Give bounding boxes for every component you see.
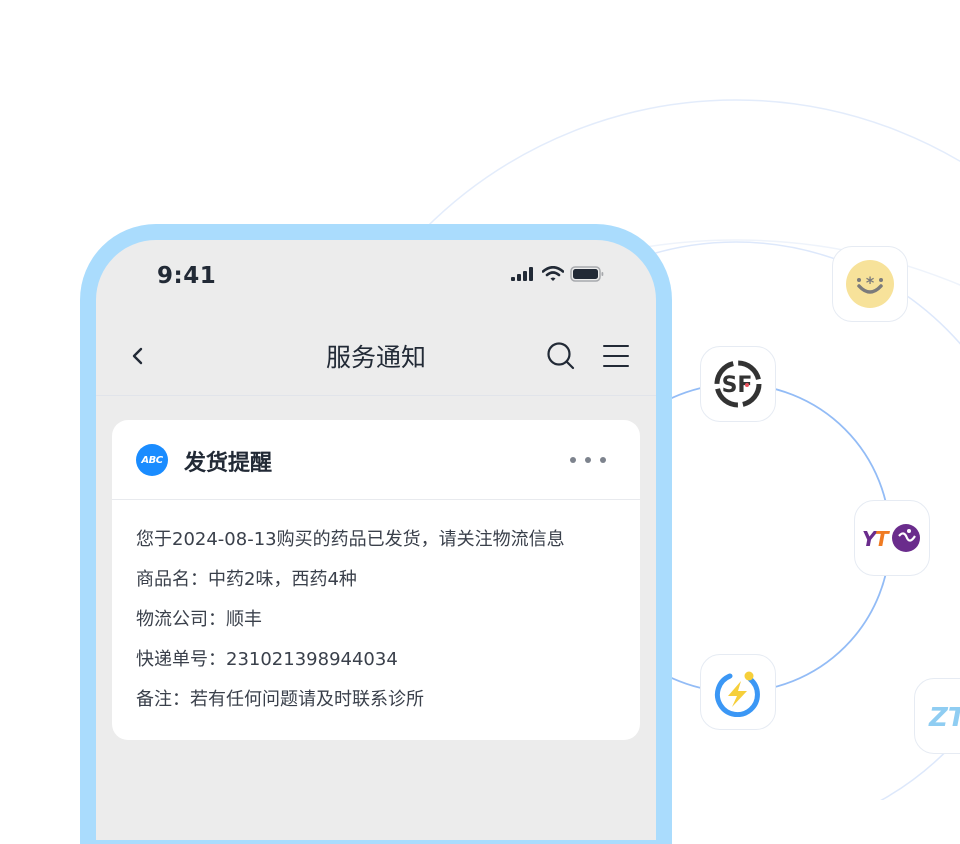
courier-tile-zto: ZT xyxy=(914,678,960,754)
dot xyxy=(570,457,576,463)
nav-bar: 服务通知 xyxy=(96,324,656,396)
svg-text:ZT: ZT xyxy=(928,703,960,732)
page-title: 服务通知 xyxy=(325,343,426,372)
remark-line: 备注：若有任何问题请及时联系诊所 xyxy=(136,689,424,710)
tracking-number-line: 快递单号：231021398944034 xyxy=(136,649,398,670)
courier-company-line: 物流公司：顺丰 xyxy=(136,609,262,630)
yto-express-icon: Y T xyxy=(862,524,920,552)
battery-icon xyxy=(570,266,604,282)
status-time: 9:41 xyxy=(157,263,217,289)
notification-header: ABC 发货提醒 xyxy=(112,420,640,500)
dot xyxy=(600,457,606,463)
svg-text:T: T xyxy=(875,527,890,551)
more-dots-icon[interactable] xyxy=(570,450,614,470)
phone-screen: 9:41 服务通知 xyxy=(96,240,656,840)
svg-text:*: * xyxy=(866,273,875,292)
status-bar: 9:41 xyxy=(96,240,656,314)
flash-delivery-icon xyxy=(714,671,760,717)
smile-star-icon: * xyxy=(846,260,894,308)
sf-express-icon: SF xyxy=(714,360,762,408)
svg-text:Y: Y xyxy=(862,527,879,551)
courier-tile-smile: * xyxy=(832,246,908,322)
courier-tile-yto: Y T xyxy=(854,500,930,576)
signal-icon xyxy=(511,267,533,281)
wifi-icon xyxy=(542,266,564,281)
notification-body: 您于2024-08-13购买的药品已发货，请关注物流信息 商品名：中药2味，西药… xyxy=(136,520,626,720)
dot xyxy=(585,457,591,463)
abc-logo-icon: ABC xyxy=(136,444,168,476)
product-name-line: 商品名：中药2味，西药4种 xyxy=(136,569,357,590)
courier-tile-flash xyxy=(700,654,776,730)
courier-tile-sf: SF xyxy=(700,346,776,422)
chevron-left-icon[interactable] xyxy=(126,344,150,368)
notification-title: 发货提醒 xyxy=(184,451,273,476)
menu-icon[interactable] xyxy=(603,343,629,369)
zto-express-icon: ZT xyxy=(928,703,960,732)
notification-message: 您于2024-08-13购买的药品已发货，请关注物流信息 xyxy=(136,529,565,550)
status-icons xyxy=(510,266,604,282)
search-icon[interactable] xyxy=(546,341,576,371)
notification-card[interactable]: ABC 发货提醒 您于2024-08-13购买的药品已发货，请关注物流信息 商品… xyxy=(112,420,640,740)
